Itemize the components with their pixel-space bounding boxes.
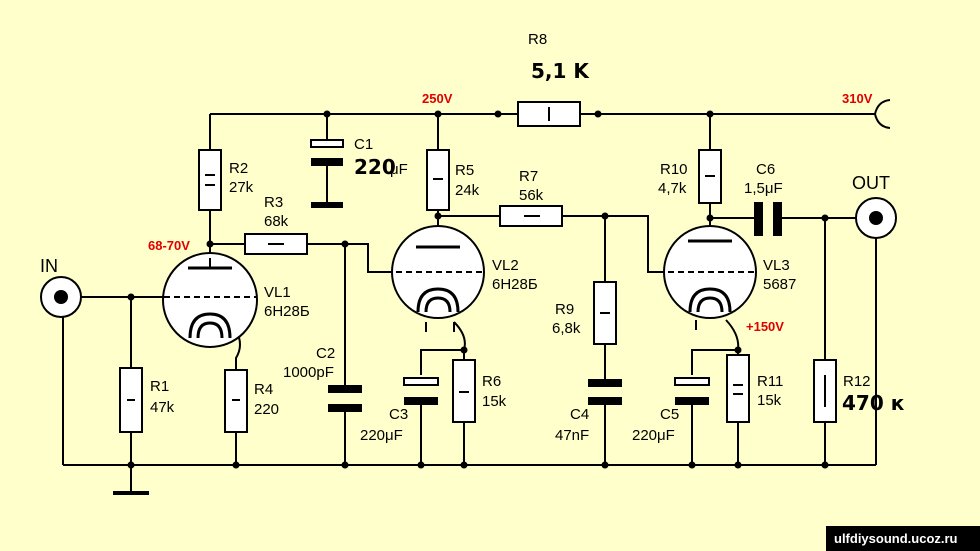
r8-ref: R8	[528, 31, 547, 48]
resistor-r3: R3 68k	[244, 194, 308, 255]
tube-vl3: VL3 5687	[663, 225, 796, 319]
c3-ref: C3	[389, 406, 408, 423]
r12-value: 470 к	[842, 391, 905, 415]
capacitor-c1: C1 220 μF	[310, 136, 408, 208]
c1-ref: C1	[354, 136, 373, 153]
r3-ref: R3	[264, 194, 283, 211]
r10-ref: R10	[660, 161, 688, 178]
r1-value: 47k	[150, 399, 175, 416]
r8-value: 5,1 K	[531, 59, 590, 83]
capacitor-c6: C6 1,5μF	[744, 161, 783, 236]
r6-value: 15k	[482, 393, 507, 410]
junction-dots	[127, 110, 829, 469]
r11-ref: R11	[757, 373, 783, 390]
vl3-ref: VL3	[763, 257, 790, 274]
vl3-type: 5687	[763, 276, 796, 293]
c1-unit: μF	[390, 161, 408, 178]
r6-ref: R6	[482, 373, 501, 390]
resistor-r8: R8 5,1 K	[517, 31, 590, 127]
output-label: OUT	[852, 173, 890, 193]
resistor-r6: R6 15k	[452, 359, 507, 423]
voltage-310: 310V	[842, 91, 873, 106]
voltage-vl1-anode: 68-70V	[148, 238, 190, 253]
output-connector: OUT	[852, 173, 897, 239]
resistor-r4: R4 220	[224, 369, 279, 433]
c3-value: 220μF	[360, 427, 403, 444]
c2-value: 1000pF	[283, 364, 334, 381]
c4-ref: C4	[570, 406, 589, 423]
tube-vl2: VL2 6Н28Б	[391, 225, 538, 319]
c2-ref: C2	[316, 345, 335, 362]
r9-ref: R9	[555, 301, 574, 318]
r11-value: 15k	[757, 392, 782, 409]
r4-ref: R4	[254, 381, 273, 398]
resistor-r7: R7 56k	[499, 168, 563, 227]
capacitor-c5: C5 220μF	[632, 377, 710, 444]
voltage-250: 250V	[422, 91, 453, 106]
capacitor-c4: C4 47nF	[555, 379, 622, 444]
capacitor-c2: C2 1000pF	[283, 345, 362, 412]
c4-value: 47nF	[555, 427, 589, 444]
r4-value: 220	[254, 401, 279, 418]
c6-ref: C6	[756, 161, 775, 178]
vl1-ref: VL1	[264, 284, 291, 301]
input-label: IN	[40, 256, 58, 276]
resistor-r2: R2 27k	[198, 149, 254, 211]
resistor-r9: R9 6,8k	[552, 281, 617, 345]
resistor-r5: R5 24k	[426, 149, 480, 211]
r9-value: 6,8k	[552, 320, 581, 337]
watermark: ulfdiysound.ucoz.ru	[826, 526, 980, 551]
c6-value: 1,5μF	[744, 180, 783, 197]
r10-value: 4,7k	[658, 180, 687, 197]
r1-ref: R1	[150, 378, 169, 395]
c5-value: 220μF	[632, 427, 675, 444]
resistor-r1: R1 47k	[119, 367, 175, 433]
c5-ref: C5	[660, 406, 679, 423]
resistor-r11: R11 15k	[726, 354, 783, 423]
r5-ref: R5	[455, 162, 474, 179]
r12-ref: R12	[843, 373, 871, 390]
r2-ref: R2	[229, 160, 248, 177]
vl2-type: 6Н28Б	[492, 276, 538, 293]
input-connector: IN	[40, 256, 82, 318]
voltage-vl3-cathode: +150V	[746, 319, 784, 334]
r7-value: 56k	[519, 187, 544, 204]
vl1-type: 6Н28Б	[264, 303, 310, 320]
tube-vl1: VL1 6Н28Б	[162, 252, 310, 348]
r2-value: 27k	[229, 179, 254, 196]
resistor-r12: R12 470 к	[813, 359, 905, 423]
vl2-ref: VL2	[492, 257, 519, 274]
resistor-r10: R10 4,7k	[658, 149, 722, 204]
r3-value: 68k	[264, 213, 289, 230]
r5-value: 24k	[455, 182, 480, 199]
r7-ref: R7	[519, 168, 538, 185]
capacitor-c3: C3 220μF	[360, 377, 439, 444]
c1-value-hand: 220	[354, 155, 396, 179]
watermark-text: ulfdiysound.ucoz.ru	[834, 531, 958, 546]
